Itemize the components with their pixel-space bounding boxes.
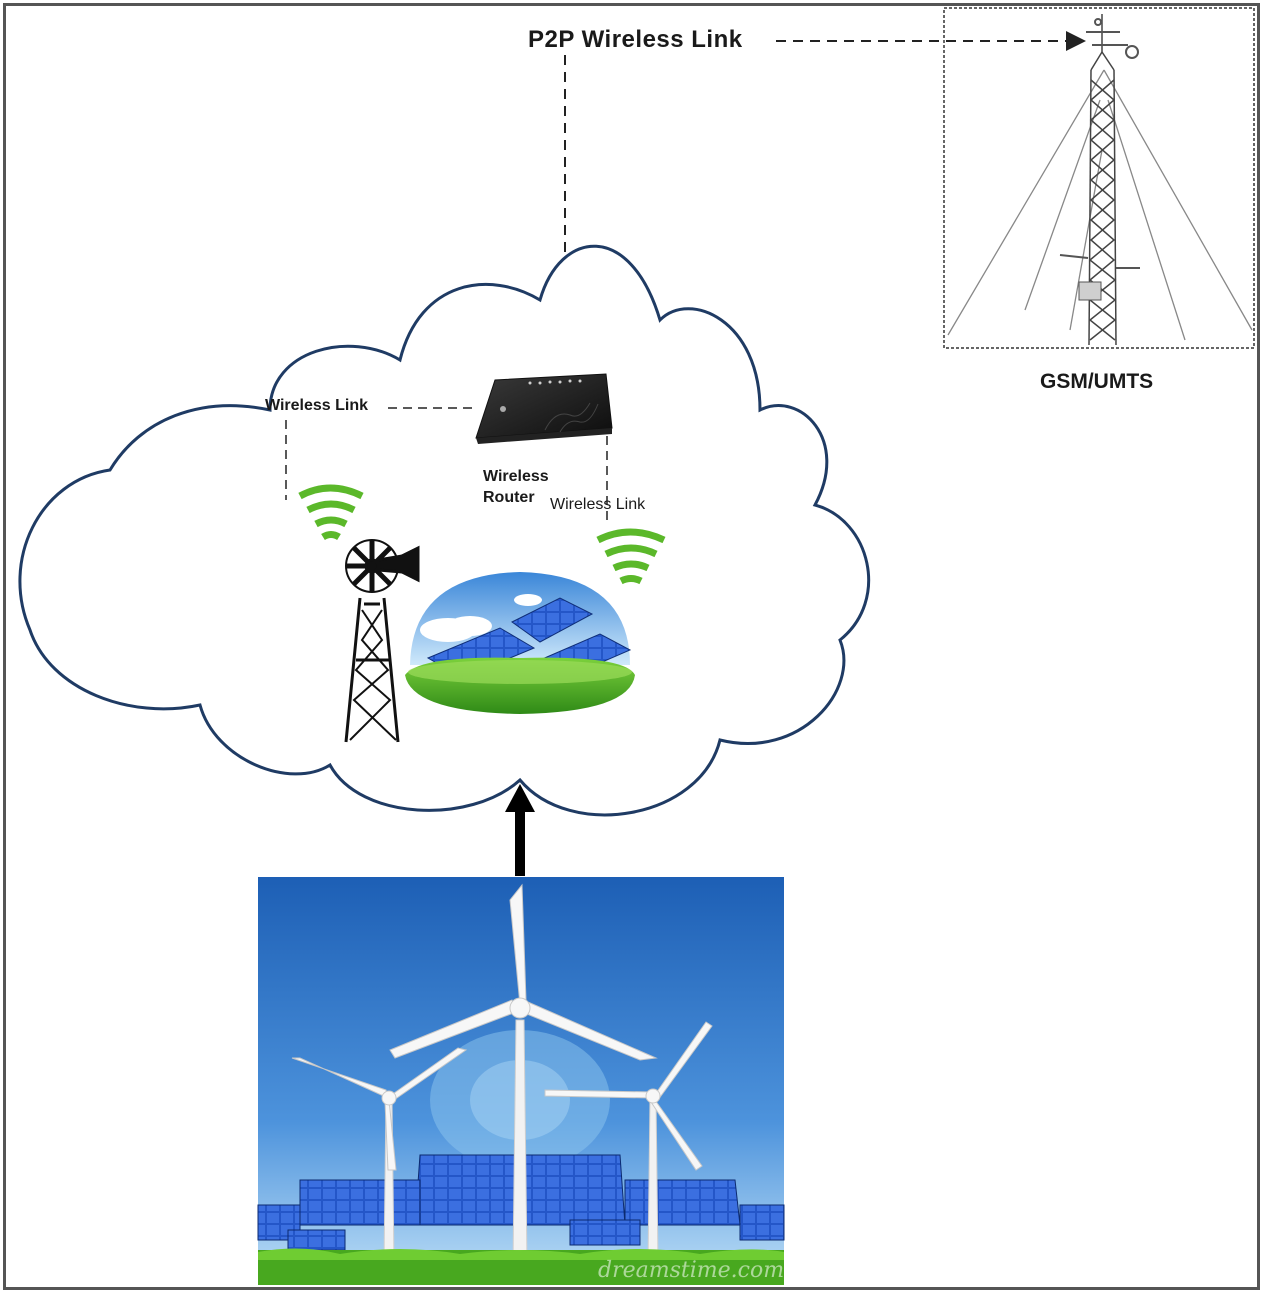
windmill-icon [344,539,420,743]
router-label-line2: Router [483,489,535,506]
solar-farm-icon [405,572,635,714]
p2p-link-lines [555,31,1086,344]
wifi-signal-icon-right [596,528,666,585]
gsm-umts-label: GSM/UMTS [1040,370,1154,393]
router-icon [475,373,613,444]
router-label-line1: Wireless [483,468,549,485]
watermark-text: dreamstime.com [598,1258,785,1283]
wireless-router-label: Wireless Router [483,466,549,508]
wireless-link-label-left: Wireless Link [265,397,369,414]
cloud-shape [18,244,871,817]
gsm-tower-icon [943,7,1255,349]
wifi-signal-icon [298,484,364,541]
wind-solar-photo [257,877,785,1285]
diagram-frame [3,3,1260,1290]
upward-arrow [505,784,535,876]
wireless-link-lines [285,407,608,520]
p2p-link-label: P2P Wireless Link [528,26,743,53]
wireless-link-label-right: Wireless Link [550,496,646,513]
